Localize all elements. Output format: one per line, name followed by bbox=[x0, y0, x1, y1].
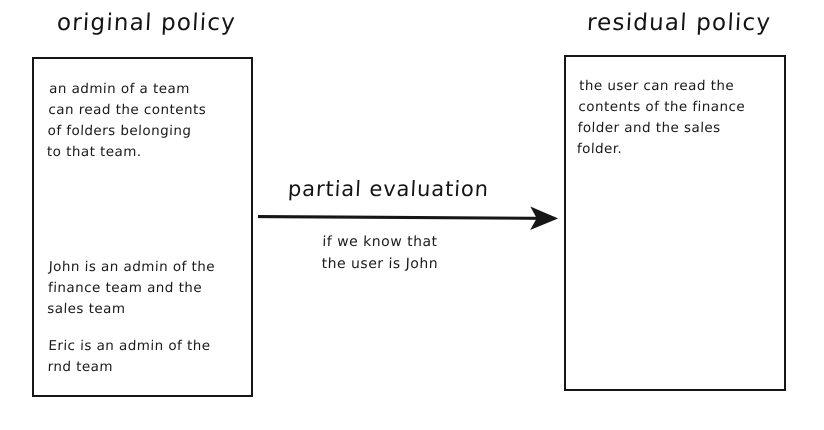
partial-evaluation-label: partial evaluation bbox=[287, 177, 490, 201]
original-policy-box bbox=[32, 57, 253, 397]
partial-evaluation-arrow-icon bbox=[257, 206, 559, 231]
residual-policy-result-text: the user can read the contents of the fi… bbox=[576, 78, 746, 157]
original-policy-rule-text: an admin of a team can read the contents… bbox=[46, 81, 207, 160]
residual-policy-heading: residual policy bbox=[586, 10, 772, 36]
original-policy-heading: original policy bbox=[56, 10, 237, 36]
residual-policy-box bbox=[564, 55, 786, 391]
original-policy-fact-eric: Eric is an admin of the rnd team bbox=[47, 338, 211, 375]
partial-evaluation-condition-label: if we know that the user is John bbox=[321, 234, 439, 272]
original-policy-fact-john: John is an admin of the finance team and… bbox=[47, 259, 216, 317]
